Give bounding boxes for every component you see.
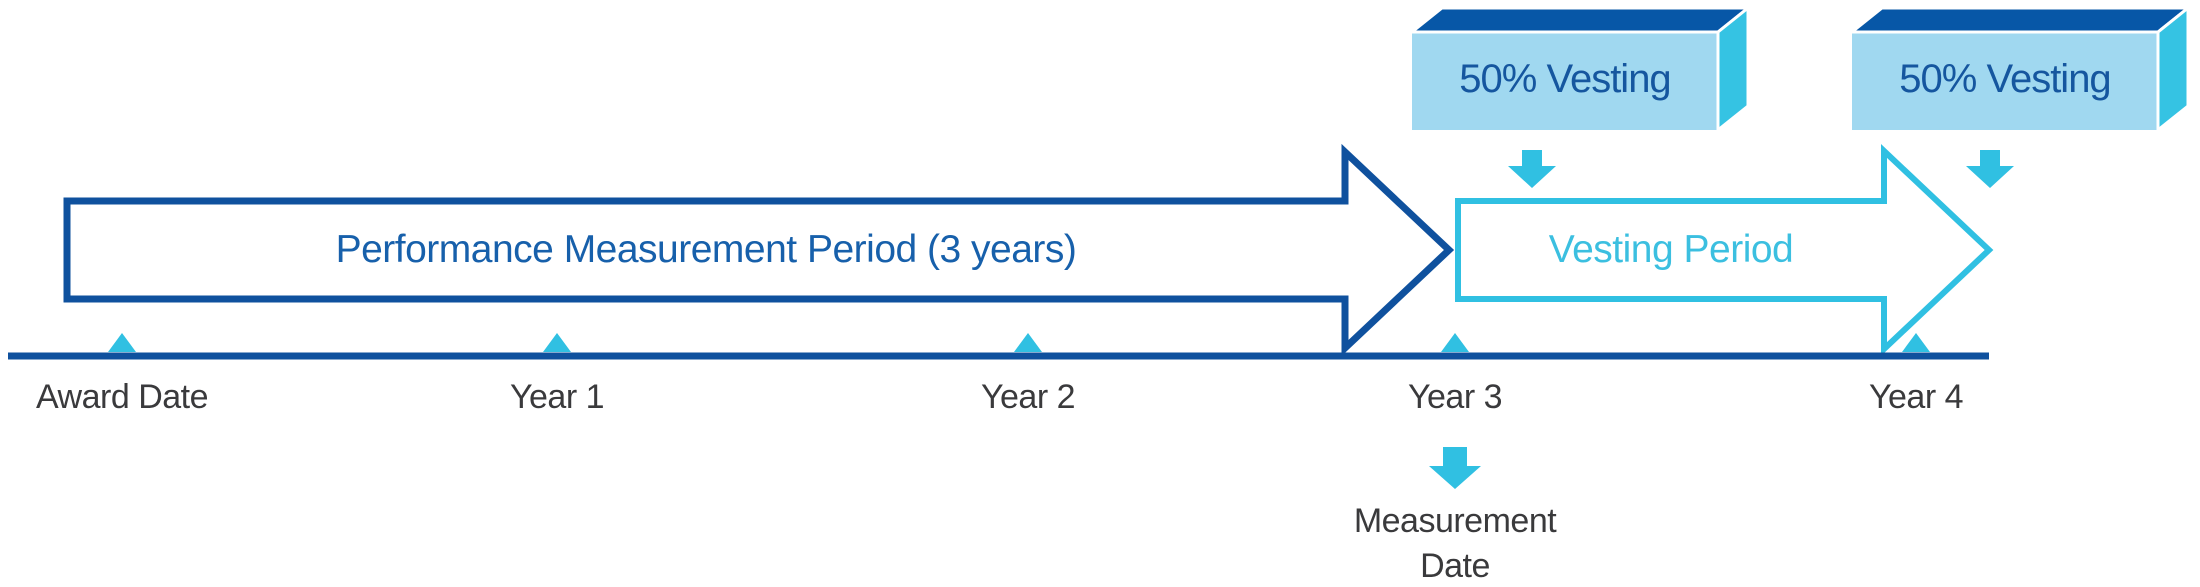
- vesting-box-1-shape: [1407, 4, 1753, 134]
- down-arrow-box-1-icon: [1508, 150, 1556, 188]
- timeline-label-award-date: Award Date: [35, 378, 209, 416]
- performance-arrow-shape: [63, 143, 1455, 357]
- timeline-marker-year-1-icon: [543, 333, 571, 352]
- performance-arrow-label: Performance Measurement Period (3 years): [335, 228, 1077, 271]
- vesting-arrow-shape: [1455, 144, 1994, 356]
- timeline-marker-year-4-icon: [1902, 333, 1930, 352]
- down-arrow-measurement-date-icon: [1429, 447, 1481, 489]
- measurement-date-label-line2: Date: [1420, 547, 1490, 585]
- timeline-marker-year-3-icon: [1441, 333, 1469, 352]
- measurement-date-label-line1: Measurement: [1353, 502, 1557, 540]
- timeline-label-year-4: Year 4: [1868, 378, 1964, 416]
- measurement-date-label: Measurement Date: [1305, 499, 1605, 587]
- vesting-box-2-shape: [1847, 4, 2193, 134]
- timeline-marker-year-2-icon: [1014, 333, 1042, 352]
- vesting-arrow-label: Vesting Period: [1548, 228, 1794, 271]
- timeline-label-year-1: Year 1: [509, 378, 605, 416]
- vesting-box-2-label: 50% Vesting: [1899, 57, 2111, 101]
- timeline-marker-award-date-icon: [108, 333, 136, 352]
- timeline-label-year-2: Year 2: [980, 378, 1076, 416]
- timeline-label-year-3: Year 3: [1407, 378, 1503, 416]
- down-arrow-box-2-icon: [1966, 150, 2014, 188]
- vesting-box-1-label: 50% Vesting: [1459, 57, 1671, 101]
